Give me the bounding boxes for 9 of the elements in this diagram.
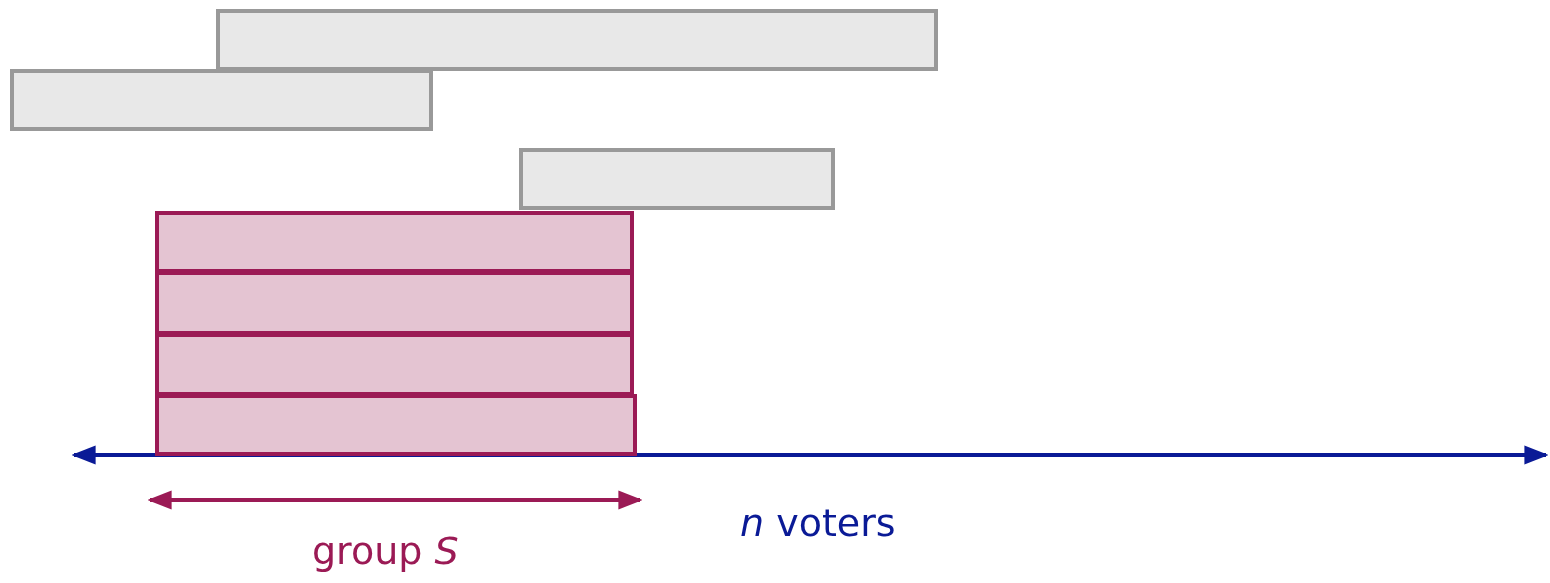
dimension-label: group S [312,532,459,570]
bar-shape [155,394,637,456]
bar-shape [155,211,634,273]
bar-shape [216,9,938,71]
bar-shape [519,148,835,210]
bar-shape [155,333,634,396]
bar-shape [10,69,433,131]
bar-shape [155,271,634,335]
axis-label: n voters [740,504,896,542]
